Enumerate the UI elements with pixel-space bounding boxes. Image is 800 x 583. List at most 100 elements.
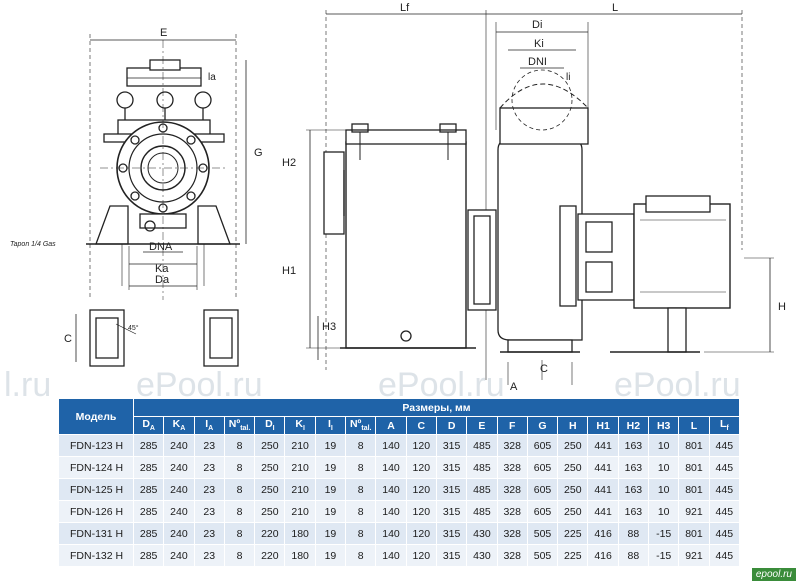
- table-cell: -15: [648, 522, 680, 545]
- table-cell: 210: [284, 478, 316, 501]
- table-cell: 220: [254, 522, 286, 545]
- column-header-base: G: [538, 419, 547, 432]
- table-cell: 8: [345, 522, 377, 545]
- column-header: D: [435, 416, 468, 435]
- table-cell: 441: [587, 478, 619, 501]
- column-header-base: D: [447, 419, 456, 432]
- table-cell: 180: [284, 544, 316, 567]
- label-A: A: [510, 381, 518, 393]
- column-header-base: H: [569, 419, 577, 432]
- label-Di: Di: [532, 19, 542, 31]
- table-cell: 240: [163, 456, 195, 479]
- table-cell: 430: [466, 522, 498, 545]
- label-angle: 45°: [128, 324, 139, 332]
- label-H1: H1: [282, 265, 296, 277]
- label-G: G: [254, 147, 263, 159]
- label-Lf: Lf: [400, 2, 410, 14]
- table-cell: 416: [587, 544, 619, 567]
- site-logo: epool.ru: [751, 568, 796, 581]
- table-cell: 225: [557, 544, 589, 567]
- table-cell: 328: [496, 478, 528, 501]
- table-cell: 801: [678, 456, 710, 479]
- column-header-sub: f: [726, 425, 729, 433]
- table-cell: 315: [435, 522, 468, 545]
- table-cell: 8: [345, 478, 377, 501]
- column-header-sub: I: [272, 425, 275, 433]
- table-cell: 445: [708, 544, 741, 567]
- table-cell: 19: [314, 478, 347, 501]
- table-cell: 140: [375, 456, 407, 479]
- column-header: KA: [163, 416, 195, 435]
- column-header: H: [557, 416, 589, 435]
- table-cell: 485: [466, 500, 498, 523]
- table-cell: 285: [132, 456, 165, 479]
- column-header-base: K: [172, 418, 181, 431]
- table-cell: 163: [617, 434, 650, 457]
- label-C-left: C: [64, 333, 72, 345]
- table-cell: 120: [405, 522, 437, 545]
- table-cell: 23: [193, 434, 225, 457]
- column-header: G: [526, 416, 559, 435]
- table-cell: 8: [223, 456, 256, 479]
- table-cell: 605: [526, 500, 559, 523]
- table-cell: 285: [132, 544, 165, 567]
- column-header: Nºtal.: [223, 416, 256, 435]
- table-cell: 485: [466, 434, 498, 457]
- label-H3: H3: [322, 321, 336, 333]
- model-cell: FDN-125 H: [58, 478, 134, 501]
- column-header: IA: [193, 416, 225, 435]
- table-cell: 328: [496, 500, 528, 523]
- column-header-base: C: [417, 419, 426, 432]
- table-cell: 250: [557, 478, 589, 501]
- column-header: DI: [254, 416, 286, 435]
- column-header-base: I: [205, 418, 209, 431]
- column-header-sub: A: [149, 425, 155, 433]
- table-cell: 220: [254, 544, 286, 567]
- column-header: H2: [617, 416, 650, 435]
- table-cell: 445: [708, 522, 741, 545]
- table-cell: 921: [678, 500, 710, 523]
- table-cell: 225: [557, 522, 589, 545]
- table-cell: 19: [314, 500, 347, 523]
- table-cell: 250: [254, 434, 286, 457]
- table-cell: 441: [587, 434, 619, 457]
- column-header: II: [314, 416, 347, 435]
- label-DNA: DNA: [149, 241, 173, 253]
- column-header-sub: tal.: [361, 425, 372, 433]
- table-cell: 441: [587, 456, 619, 479]
- table-cell: 8: [345, 544, 377, 567]
- label-H: H: [778, 301, 786, 313]
- table-cell: 120: [405, 478, 437, 501]
- table-cell: 240: [163, 478, 195, 501]
- column-header: C: [405, 416, 437, 435]
- column-header: H3: [648, 416, 680, 435]
- column-header-sub: A: [180, 425, 186, 433]
- table-cell: 120: [405, 544, 437, 567]
- table-cell: 120: [405, 456, 437, 479]
- table-cell: 801: [678, 478, 710, 501]
- table-cell: 23: [193, 500, 225, 523]
- table-cell: 10: [648, 478, 680, 501]
- table-cell: 23: [193, 522, 225, 545]
- column-header-base: D: [265, 418, 273, 431]
- column-header: Nºtal.: [345, 416, 377, 435]
- watermark: l.ru: [4, 366, 52, 404]
- table-cell: 140: [375, 478, 407, 501]
- watermark: ePool.ru: [614, 366, 741, 404]
- table-cell: 250: [557, 434, 589, 457]
- column-header-base: H2: [626, 419, 641, 432]
- table-cell: 120: [405, 434, 437, 457]
- table-cell: 285: [132, 478, 165, 501]
- label-DNI: DNI: [528, 56, 547, 68]
- table-cell: 23: [193, 478, 225, 501]
- front-view: [75, 34, 247, 367]
- label-li: li: [566, 72, 570, 83]
- model-cell: FDN-131 H: [58, 522, 134, 545]
- table-cell: 23: [193, 456, 225, 479]
- table-cell: 8: [223, 544, 256, 567]
